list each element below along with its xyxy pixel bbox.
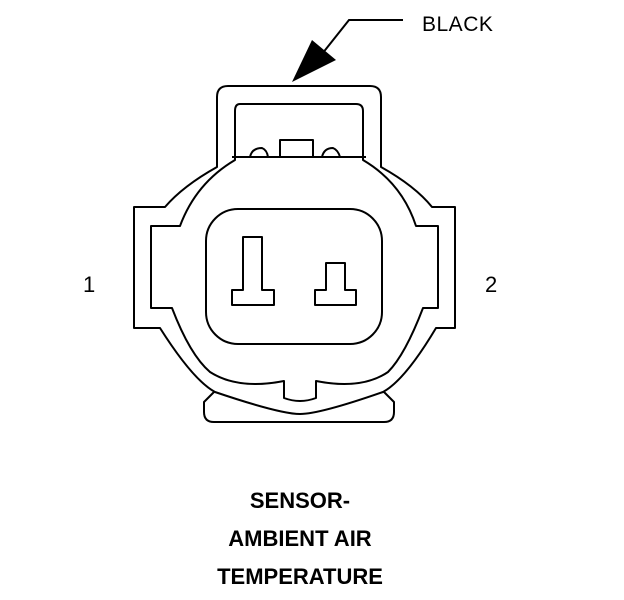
outer-housing (133, 85, 456, 415)
leader-line (321, 19, 403, 55)
latch-bump-right (321, 147, 341, 158)
bottom-tab (203, 391, 395, 423)
terminal-1 (231, 236, 275, 306)
pin-label-2: 2 (485, 272, 497, 297)
caption-line-3: TEMPERATURE (217, 564, 383, 589)
caption-line-2: AMBIENT AIR (228, 526, 372, 551)
caption-line-1: SENSOR- (249, 488, 351, 513)
connector-body (133, 85, 456, 423)
latch-bump-left (249, 147, 269, 158)
callout-arrowhead (292, 40, 336, 82)
terminal-cavity (205, 208, 383, 345)
diagram-caption: SENSOR- AMBIENT AIR TEMPERATURE (150, 482, 450, 596)
pin-label-1: 1 (83, 272, 95, 297)
inner-housing (150, 103, 439, 402)
color-callout: BLACK (292, 13, 493, 82)
terminal-2 (314, 262, 357, 306)
latch-block (279, 139, 314, 157)
color-label: BLACK (422, 13, 493, 36)
